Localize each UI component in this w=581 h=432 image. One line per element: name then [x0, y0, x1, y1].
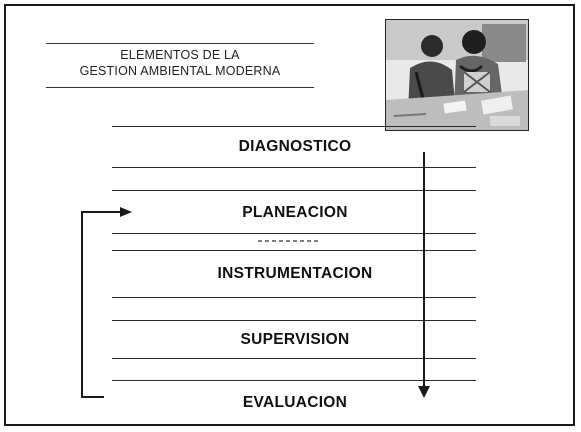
feedback-loop-line: [81, 211, 122, 398]
rule-2: [112, 167, 476, 168]
photo-illustration: [386, 20, 528, 130]
rule-1: [112, 126, 476, 127]
slide-frame: [4, 4, 575, 426]
people-at-desk-photo: [385, 19, 529, 131]
title-top-rule: [46, 43, 314, 44]
rule-9: [112, 380, 476, 381]
title-line-2: GESTION AMBIENTAL MODERNA: [79, 64, 281, 78]
rule-3: [112, 190, 476, 191]
rule-6: [112, 297, 476, 298]
step-planeacion: PLANEACION: [242, 204, 348, 221]
rule-7: [112, 320, 476, 321]
step-supervision: SUPERVISION: [240, 331, 350, 348]
title-line-1: ELEMENTOS DE LA: [120, 48, 240, 62]
step-evaluacion: EVALUACION: [242, 394, 348, 411]
step-diagnostico: DIAGNOSTICO: [238, 138, 352, 155]
rule-8: [112, 358, 476, 359]
step-instrumentacion: INSTRUMENTACION: [217, 265, 373, 282]
rule-5: [112, 250, 476, 251]
feedback-arrow-head: [120, 207, 132, 217]
diagram-title: ELEMENTOS DE LA GESTION AMBIENTAL MODERN…: [46, 47, 314, 79]
rule-4: [112, 233, 476, 234]
down-arrow-head: [418, 386, 430, 398]
title-bottom-rule: [46, 87, 314, 88]
